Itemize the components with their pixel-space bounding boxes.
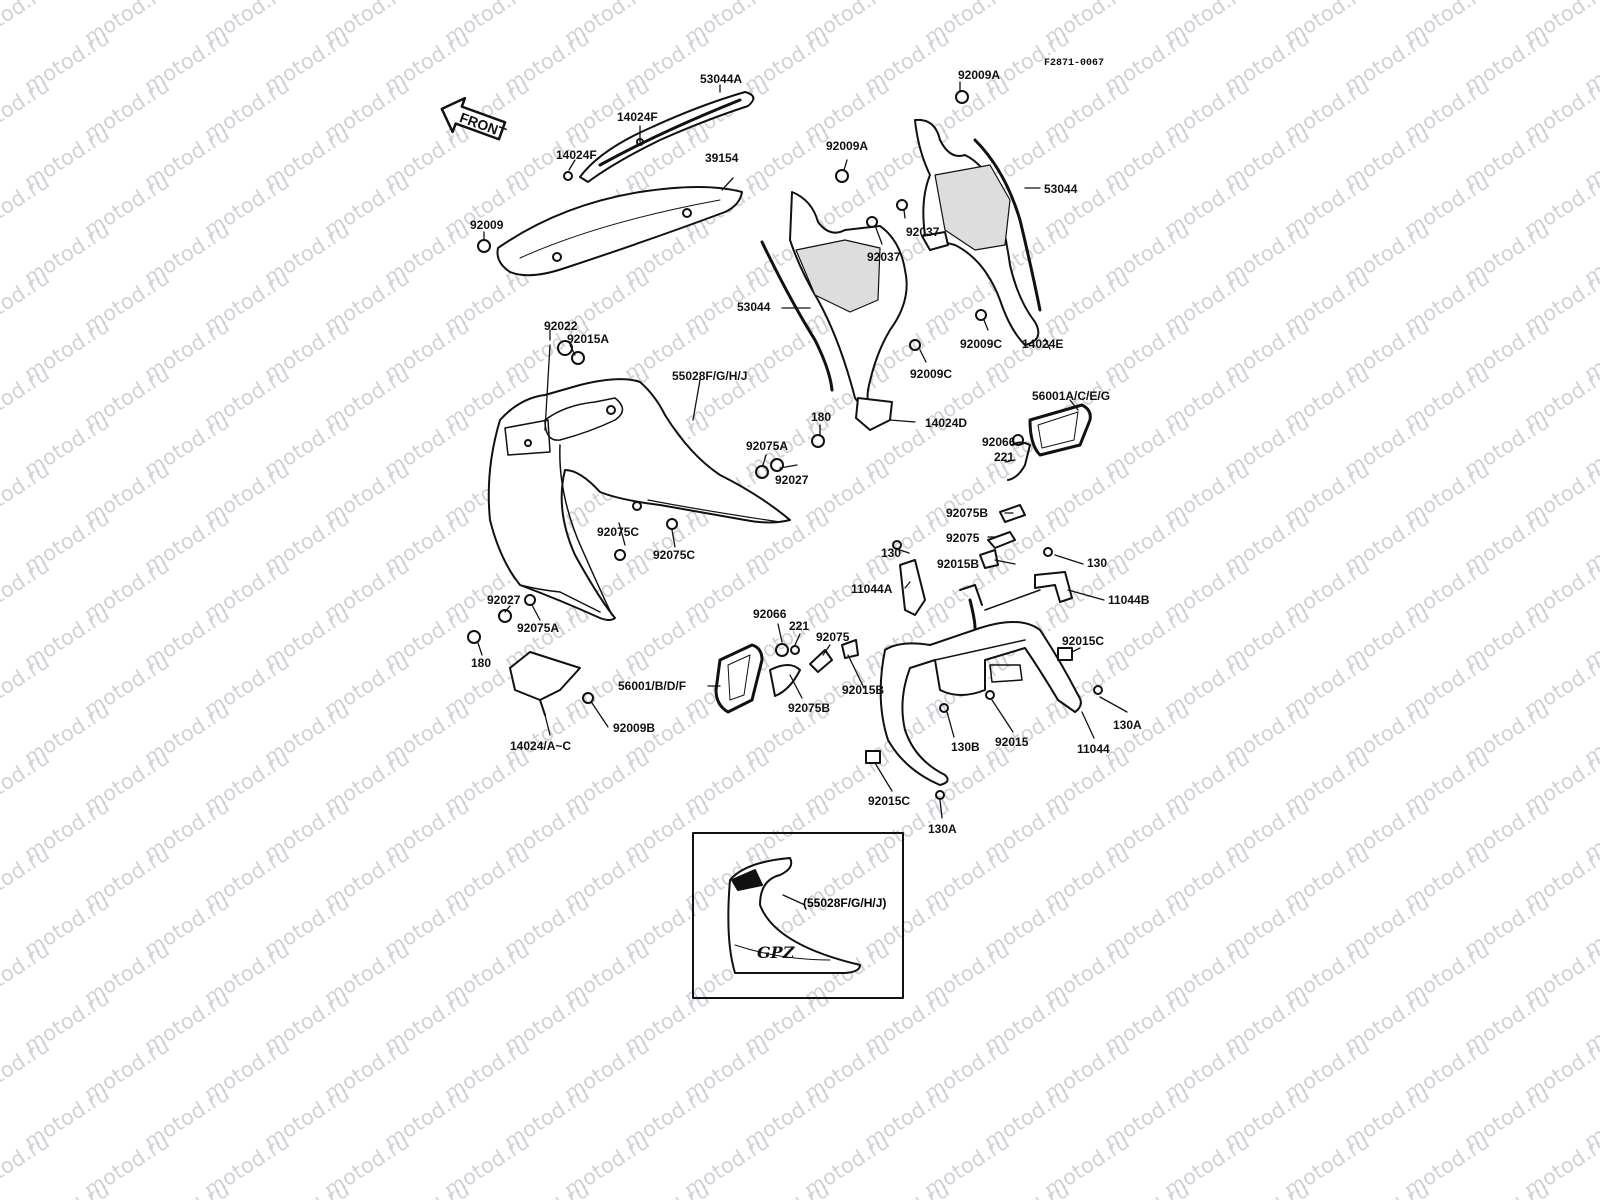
part-label: 92066 [982,435,1016,449]
part-label: 11044 [1077,742,1110,756]
part-label: 130A [1113,718,1142,732]
part-label: 14024F [617,110,658,124]
mirror-right-56001a [1028,403,1092,457]
part-label: 92066 [753,607,787,621]
inset-box [692,832,904,999]
part-label: 92015 [995,735,1029,749]
part-label: 92075B [788,701,831,715]
part-label: 92027 [487,593,521,607]
part-label: 11044A [851,582,893,596]
part-label: 92075 [816,630,850,644]
part-label: 56001/B/D/F [618,679,687,693]
figure-code: F2871-0067 [1044,58,1105,69]
part-label: 92009C [910,367,953,381]
bracket-11044b [1034,571,1073,603]
part-label: 221 [789,619,810,633]
part-label: 130B [951,740,980,754]
part-label: 92037 [867,250,901,264]
part-label: 180 [811,410,832,424]
part-label: 130 [1087,556,1108,570]
part-label: 92075 [946,531,980,545]
part-label: 92015B [937,557,980,571]
part-label: 14024D [925,416,968,430]
part-label: 53044 [1044,182,1078,196]
part-label: 92015A [567,332,610,346]
part-label: 130A [928,822,957,836]
part-label: 92009C [960,337,1003,351]
part-label: 92075A [517,621,560,635]
part-label: 11044B [1108,593,1150,607]
part-label: 92015C [868,794,911,808]
part-label: 53044A [700,72,743,86]
part-label: 92075B [946,506,989,520]
part-label: 92009A [826,139,869,153]
part-label: 92022 [544,319,578,333]
mirror-left-56001b [714,643,764,714]
part-label: 14024F [556,148,597,162]
part-label: 92037 [906,225,940,239]
part-label: 130 [881,546,902,560]
bracket-14024 [509,651,581,701]
part-label: 92075A [746,439,789,453]
inset-part-label: (55028F/G/H/J) [803,896,887,910]
part-label: 92009A [958,68,1001,82]
part-label: 92015C [1062,634,1105,648]
part-label: 39154 [705,151,739,165]
part-label: 221 [994,450,1015,464]
inset-fairing-decal [727,857,861,974]
part-label: 180 [471,656,492,670]
part-label: 14024/A~C [510,739,572,753]
part-label: 92009 [470,218,504,232]
inset-gpz-logo: GPZ [757,943,796,962]
part-label: 92075C [653,548,696,562]
part-label: 14024E [1022,337,1064,351]
part-label: 53044 [737,300,771,314]
part-label: 56001A/C/E/G [1032,389,1111,403]
part-label: 92027 [775,473,809,487]
part-label: 92075C [597,525,640,539]
part-label: 92015B [842,683,885,697]
bracket-11044a [899,559,926,616]
part-label: 92009B [613,721,656,735]
fairing-stay-frame [879,620,1082,786]
part-label: 55028F/G/H/J [672,369,748,383]
